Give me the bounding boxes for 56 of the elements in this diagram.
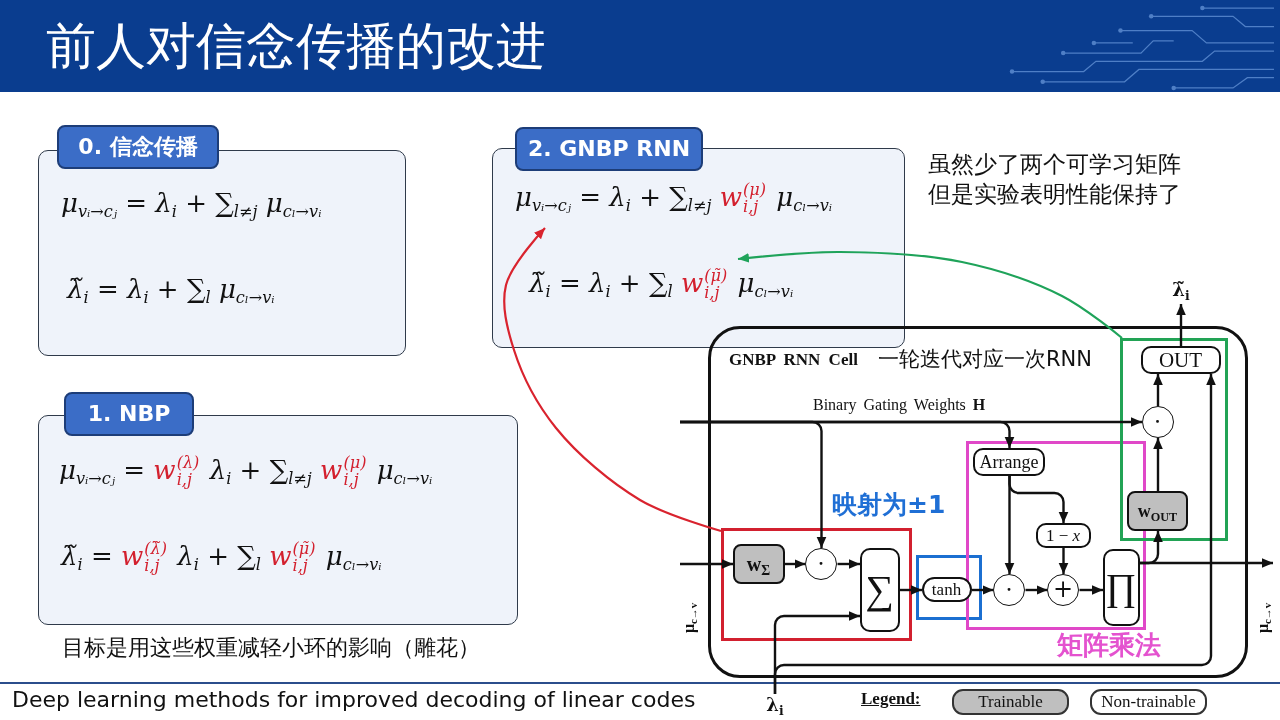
legend-key: Trainable bbox=[952, 689, 1069, 715]
product-block: ∏ bbox=[1102, 548, 1140, 626]
section-tag: 0. 信念传播 bbox=[57, 125, 219, 169]
arrow bbox=[503, 227, 722, 533]
output-block: OUT bbox=[1140, 345, 1221, 374]
arrow bbox=[1153, 374, 1163, 406]
arrow bbox=[1176, 304, 1186, 346]
weight-block: w$_{OUT}$ bbox=[1127, 490, 1188, 531]
formula: λ̃$_{i}$ = w$^{(λ̃)}$$_{i,j}$ λ$_{i}$ + ∑$_{l}$ w$^{(μ̃)}$$_{i,j}$ μ$_{cₗ→vᵢ}$ bbox=[61, 538, 382, 575]
operator-circle: ⋅ bbox=[1141, 405, 1174, 438]
annotation: 目标是用这些权重减轻小环的影响（雕花） bbox=[62, 634, 480, 662]
annotation: 一轮迭代对应一次RNN bbox=[878, 346, 1092, 373]
arrow bbox=[900, 585, 922, 595]
highlight-frame bbox=[1119, 337, 1228, 541]
arrow bbox=[680, 559, 733, 569]
formula: μ$_{vᵢ→cⱼ}$ = λ$_{i}$ + ∑$_{l≠j}$ μ$_{cₗ→vᵢ}$ bbox=[61, 187, 322, 221]
arrow bbox=[837, 559, 860, 569]
arrow bbox=[1079, 585, 1103, 595]
section-tag: 1. NBP bbox=[64, 392, 194, 436]
legend-key: Non-trainable bbox=[1090, 689, 1207, 715]
arrow bbox=[972, 585, 994, 595]
rnn-cell-frame bbox=[708, 326, 1248, 678]
operator-circle: + bbox=[1047, 573, 1079, 606]
annotation: 矩阵乘法 bbox=[1057, 632, 1161, 658]
arrow bbox=[785, 559, 806, 569]
formula: λ̃$_{i}$ = λ$_{i}$ + ∑$_{l}$ w$^{(μ̃)}$$_{i,j}$ μ$_{cₗ→vᵢ}$ bbox=[529, 265, 794, 302]
signal-label: λ$_{i}$ bbox=[763, 694, 787, 716]
arrow bbox=[773, 374, 1216, 694]
arrow bbox=[737, 250, 1123, 339]
weight-block: w$_{Σ}$ bbox=[732, 543, 785, 584]
arrow bbox=[1153, 438, 1163, 491]
annotation: 映射为±1 bbox=[832, 489, 946, 521]
signal-label: λ̃$_{i}$ bbox=[1167, 276, 1195, 304]
operator-circle: ⋅ bbox=[805, 547, 837, 580]
formula: λ̃$_{i}$ = λ$_{i}$ + ∑$_{l}$ μ$_{cₗ→vᵢ}$ bbox=[67, 273, 275, 307]
slide-title: 前人对信念传播的改进 bbox=[46, 16, 546, 77]
arrow bbox=[1058, 548, 1069, 574]
highlight-frame bbox=[720, 527, 912, 641]
sum-block: ∑ bbox=[859, 547, 900, 632]
arrow bbox=[1025, 585, 1048, 595]
legend-title: Legend: bbox=[861, 688, 921, 710]
operator-circle: ⋅ bbox=[993, 573, 1025, 606]
tanh-block: tanh bbox=[921, 577, 972, 602]
formula: μ$_{vᵢ→cⱼ}$ = λ$_{i}$ + ∑$_{l≠j}$ w$^{(μ)}$$_{i,j}$ μ$_{cₗ→vᵢ}$ bbox=[515, 179, 833, 216]
highlight-frame bbox=[915, 554, 982, 620]
arrow bbox=[1008, 476, 1069, 523]
edge-label: Binary Gating Weights H bbox=[813, 395, 986, 415]
arrow bbox=[1140, 531, 1163, 565]
annotation: 虽然少了两个可学习矩阵但是实验表明性能保持了 bbox=[928, 150, 1182, 209]
arrow bbox=[680, 417, 1142, 427]
section-tag: 2. GNBP RNN bbox=[515, 127, 703, 171]
formula: μ$_{vᵢ→cⱼ}$ = w$^{(λ)}$$_{i,j}$ λ$_{i}$ + ∑$_{l≠j}$ w$^{(μ)}$$_{i,j}$ μ$_{cₗ→vᵢ}$ bbox=[59, 452, 433, 489]
complement-block: 1 − x bbox=[1035, 522, 1091, 548]
footer-caption: Deep learning methods for improved decoding of linear codes bbox=[12, 686, 696, 714]
arrange-block: Arrange bbox=[973, 447, 1045, 476]
cell-title: GNBP RNN Cell bbox=[729, 350, 858, 370]
